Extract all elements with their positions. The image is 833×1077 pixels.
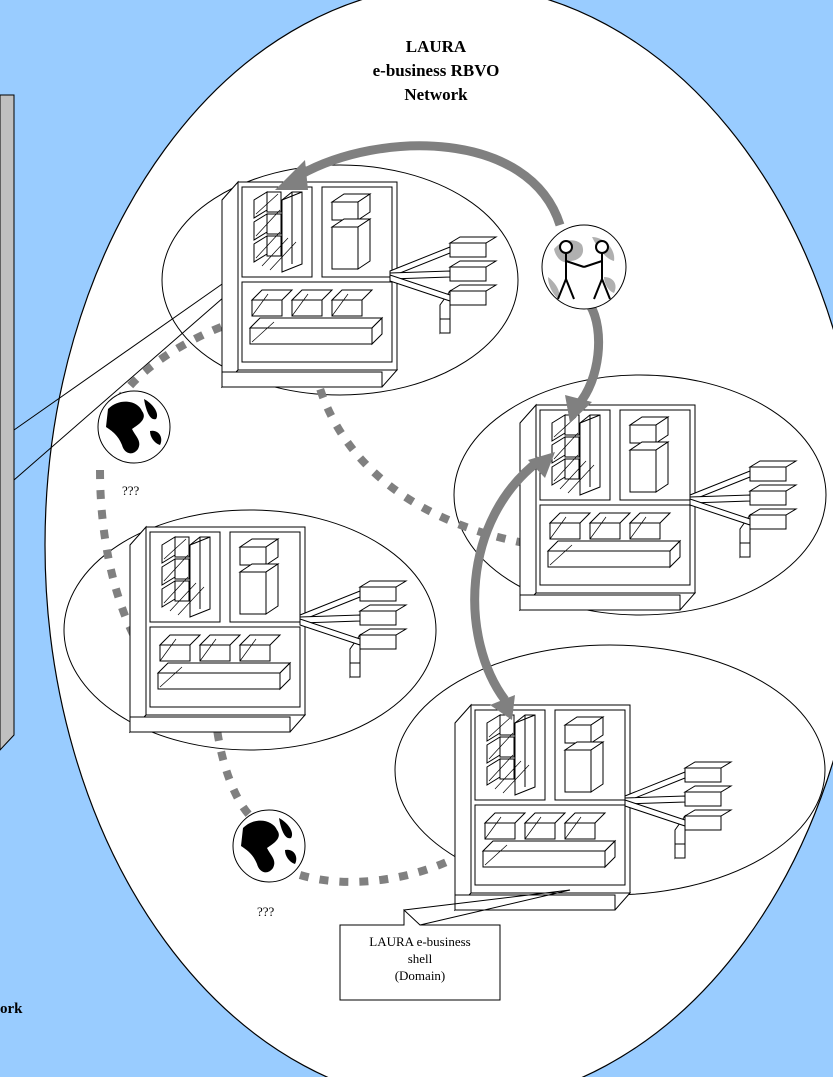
enterprise-server-icon	[455, 705, 630, 910]
globe-label-upper: ???	[122, 483, 140, 498]
globe-icon	[233, 810, 305, 882]
globe-label-lower: ???	[257, 904, 275, 919]
enterprise-server-icon	[520, 405, 695, 610]
callout-line-1: LAURA e-business	[369, 934, 470, 949]
callout-line-2: shell	[408, 951, 433, 966]
title-line-2: e-business RBVO	[373, 61, 500, 80]
title-line-3: Network	[404, 85, 468, 104]
title-line-1: LAURA	[406, 37, 467, 56]
enterprise-server-icon	[222, 182, 397, 387]
callout-line-3: (Domain)	[395, 968, 446, 983]
globe-icon	[98, 391, 170, 463]
left-panel	[0, 95, 14, 750]
enterprise-server-icon	[130, 527, 305, 732]
handshake-globe-icon	[542, 225, 626, 309]
left-panel-label-fragment: ork	[0, 1001, 23, 1017]
